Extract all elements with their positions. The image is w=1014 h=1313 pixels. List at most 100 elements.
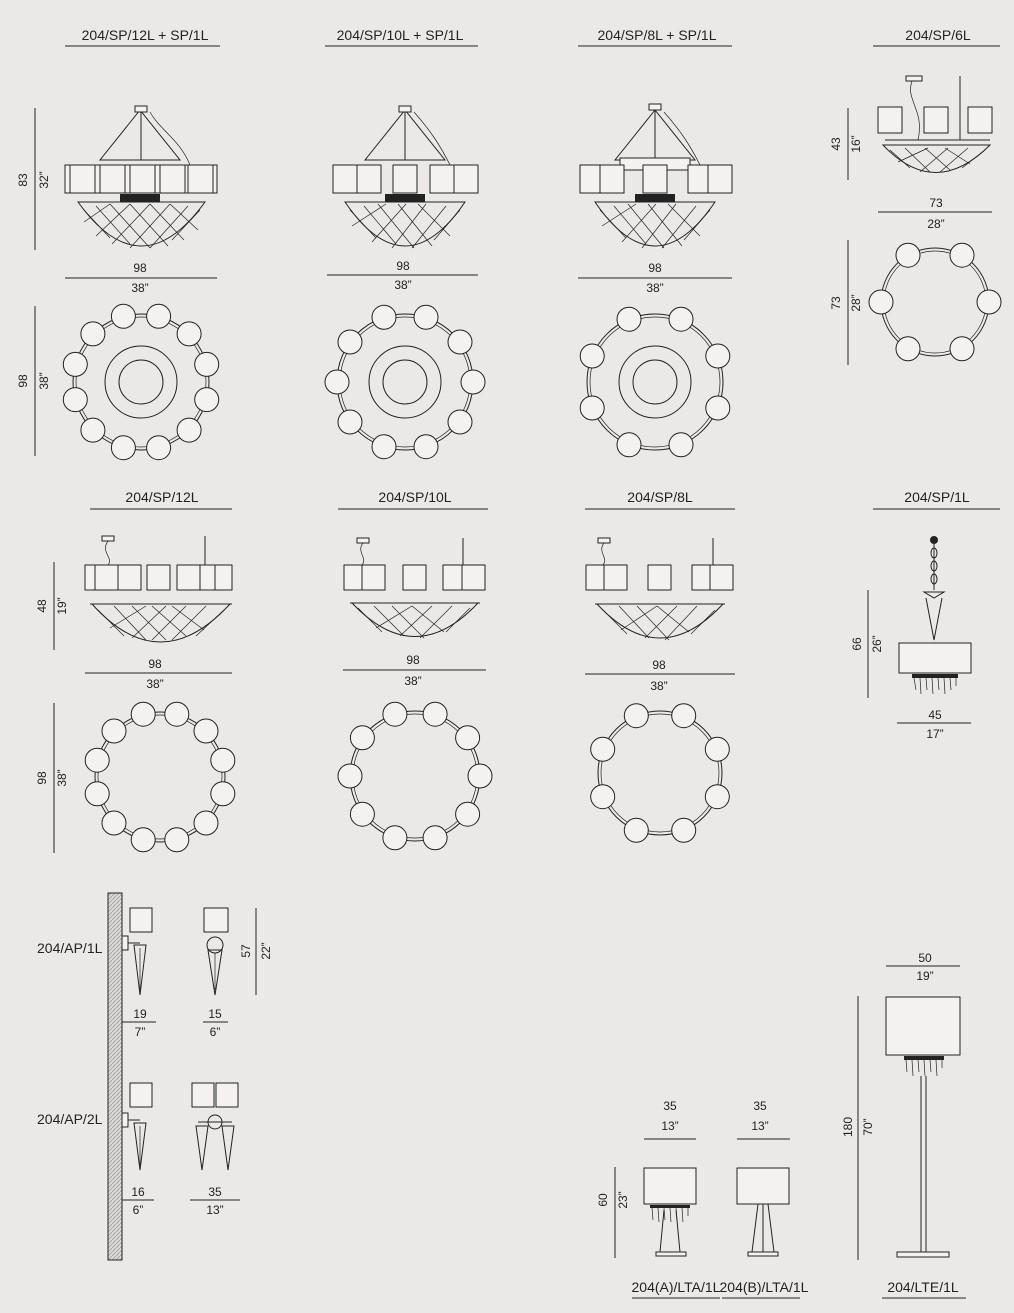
width-cm-sp10l-sp1l: 98 xyxy=(396,259,410,273)
plan-shade xyxy=(371,434,397,460)
height-in-lta: 23” xyxy=(616,1191,630,1208)
elevation-sp12l xyxy=(84,535,233,643)
plan-shade xyxy=(164,827,190,853)
plan-shade xyxy=(422,825,448,851)
height-cm-sp12l-sp1l: 83 xyxy=(16,173,30,187)
plan-shade xyxy=(616,306,642,332)
plan-shade xyxy=(130,827,156,853)
title-sp12l: 204/SP/12L xyxy=(125,489,198,505)
plan-shade xyxy=(455,801,481,827)
plan-ring-inner xyxy=(883,250,987,354)
plan-view-sp8l-sp1l xyxy=(579,306,731,458)
depth-cm-sp12l: 98 xyxy=(35,771,49,785)
plan-shade xyxy=(413,304,439,330)
plan-shade xyxy=(705,343,731,369)
depth-in-sp6l: 28” xyxy=(849,294,863,311)
width-in-sp1l: 17” xyxy=(926,727,943,741)
width-in-sp6l: 28” xyxy=(927,217,944,231)
plan-shade xyxy=(349,801,375,827)
plan-shade xyxy=(210,747,236,773)
title-sp10l-sp1l: 204/SP/10L + SP/1L xyxy=(337,27,464,43)
width-in-sp10l: 38” xyxy=(404,674,421,688)
plan-shade xyxy=(447,329,473,355)
plan-view-sp12l-sp1l xyxy=(62,303,220,461)
plan-shade xyxy=(868,289,894,315)
plan-shade xyxy=(371,304,397,330)
plan-shade xyxy=(382,701,408,727)
height-in-sp6l: 16” xyxy=(849,135,863,152)
plan-shade xyxy=(895,336,921,362)
plan-shade xyxy=(101,718,127,744)
plan-shade xyxy=(976,289,1002,315)
plan-shade xyxy=(337,409,363,435)
height-cm-lte: 180 xyxy=(841,1117,855,1137)
plan-hub-inner xyxy=(118,359,164,405)
plan-ring-inner xyxy=(75,316,207,448)
width-cm-sp1l: 45 xyxy=(928,708,942,722)
plan-shade xyxy=(176,417,202,443)
plan-shade xyxy=(949,242,975,268)
width-in-lta-a: 13” xyxy=(661,1119,678,1133)
height-cm-lta: 60 xyxy=(596,1193,610,1207)
plan-shade xyxy=(447,409,473,435)
wall-section xyxy=(107,892,123,1261)
width-in-sp8l: 38” xyxy=(650,679,667,693)
table-lamp-a xyxy=(643,1167,697,1257)
plan-ring xyxy=(72,313,210,451)
elevation-sp8l-sp1l xyxy=(579,103,733,249)
plan-shade xyxy=(110,303,136,329)
plan-shade xyxy=(668,306,694,332)
plan-shade xyxy=(62,387,88,413)
width-cm-sp6l: 73 xyxy=(929,196,943,210)
depth-cm-ap1l: 19 xyxy=(133,1007,147,1021)
title-ap2l: 204/AP/2L xyxy=(37,1111,103,1127)
plan-shade xyxy=(460,369,486,395)
plan-ring-inner xyxy=(589,316,721,448)
plan-shade xyxy=(324,369,350,395)
plan-shade xyxy=(623,817,649,843)
front-view-ap2l xyxy=(191,1082,239,1171)
width-cm-lte: 50 xyxy=(918,951,932,965)
title-sp8l: 204/SP/8L xyxy=(627,489,693,505)
plan-shade xyxy=(668,432,694,458)
plan-ring-inner xyxy=(97,714,223,840)
plan-view-sp10l-sp1l xyxy=(324,304,486,460)
plan-shade xyxy=(164,701,190,727)
width-in-lta-b: 13” xyxy=(751,1119,768,1133)
title-lta-a: 204(A)/LTA/1L xyxy=(632,1279,721,1295)
plan-hub-inner xyxy=(632,359,678,405)
elevation-sp10l-sp1l xyxy=(332,105,479,249)
plan-shade xyxy=(193,810,219,836)
width-in-sp12l-sp1l: 38” xyxy=(131,281,148,295)
height-in-sp1l: 26” xyxy=(870,635,884,652)
width-cm-sp10l: 98 xyxy=(406,653,420,667)
plan-shade xyxy=(705,395,731,421)
plan-view-sp8l xyxy=(590,703,730,843)
depth-cm-sp12l-sp1l: 98 xyxy=(16,374,30,388)
width-in-ap1l: 6” xyxy=(210,1025,221,1039)
depth-in-ap1l: 7” xyxy=(135,1025,146,1039)
plan-shade xyxy=(422,701,448,727)
plan-shade xyxy=(455,725,481,751)
depth-cm-ap2l: 16 xyxy=(131,1185,145,1199)
depth-in-sp12l: 38” xyxy=(55,769,69,786)
plan-shade xyxy=(194,387,220,413)
elevation-sp10l xyxy=(343,537,486,639)
height-cm-ap1l: 57 xyxy=(239,944,253,958)
plan-shade xyxy=(210,781,236,807)
width-cm-sp8l: 98 xyxy=(652,658,666,672)
plan-shade xyxy=(84,747,110,773)
height-cm-sp6l: 43 xyxy=(829,137,843,151)
plan-ring xyxy=(586,313,724,451)
plan-shade xyxy=(110,435,136,461)
plan-shade xyxy=(80,321,106,347)
width-cm-sp12l-sp1l: 98 xyxy=(133,261,147,275)
plan-shade xyxy=(895,242,921,268)
height-cm-sp1l: 66 xyxy=(850,637,864,651)
elevation-sp1l xyxy=(898,536,972,695)
width-in-sp8l-sp1l: 38” xyxy=(646,281,663,295)
width-cm-sp12l: 98 xyxy=(148,657,162,671)
height-in-ap1l: 22” xyxy=(259,942,273,959)
plan-shade xyxy=(590,736,616,762)
title-sp12l-sp1l: 204/SP/12L + SP/1L xyxy=(82,27,209,43)
